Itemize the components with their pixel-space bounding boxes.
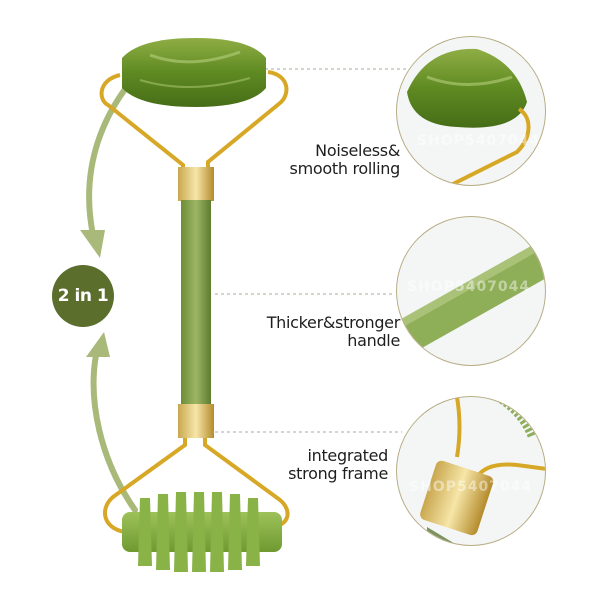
feature-line: Noiseless& bbox=[315, 141, 400, 160]
feature-label-frame: integrated strong frame bbox=[288, 447, 388, 483]
feature-line: smooth rolling bbox=[289, 159, 401, 178]
detail-roller-end: SHOP5407044 bbox=[396, 36, 546, 186]
watermark: SHOP5407044 bbox=[409, 479, 533, 495]
feature-label-handle: Thicker&stronger handle bbox=[266, 313, 401, 350]
feature-line: strong frame bbox=[288, 464, 388, 483]
feature-line: Thicker&stronger bbox=[266, 313, 401, 332]
detail-frame: SHOP5407044 bbox=[396, 396, 546, 546]
feature-line: handle bbox=[347, 331, 400, 350]
watermark: SHOP5407044 bbox=[417, 133, 541, 149]
two-in-one-badge: 2 in 1 bbox=[52, 265, 114, 327]
watermark: SHOP5407044 bbox=[407, 279, 531, 295]
detail-handle: SHOP5407044 bbox=[396, 216, 546, 366]
badge-label: 2 in 1 bbox=[57, 286, 109, 306]
feature-label-smooth-rolling: Noiseless& smooth rolling bbox=[289, 141, 401, 178]
feature-line: integrated bbox=[307, 446, 388, 465]
